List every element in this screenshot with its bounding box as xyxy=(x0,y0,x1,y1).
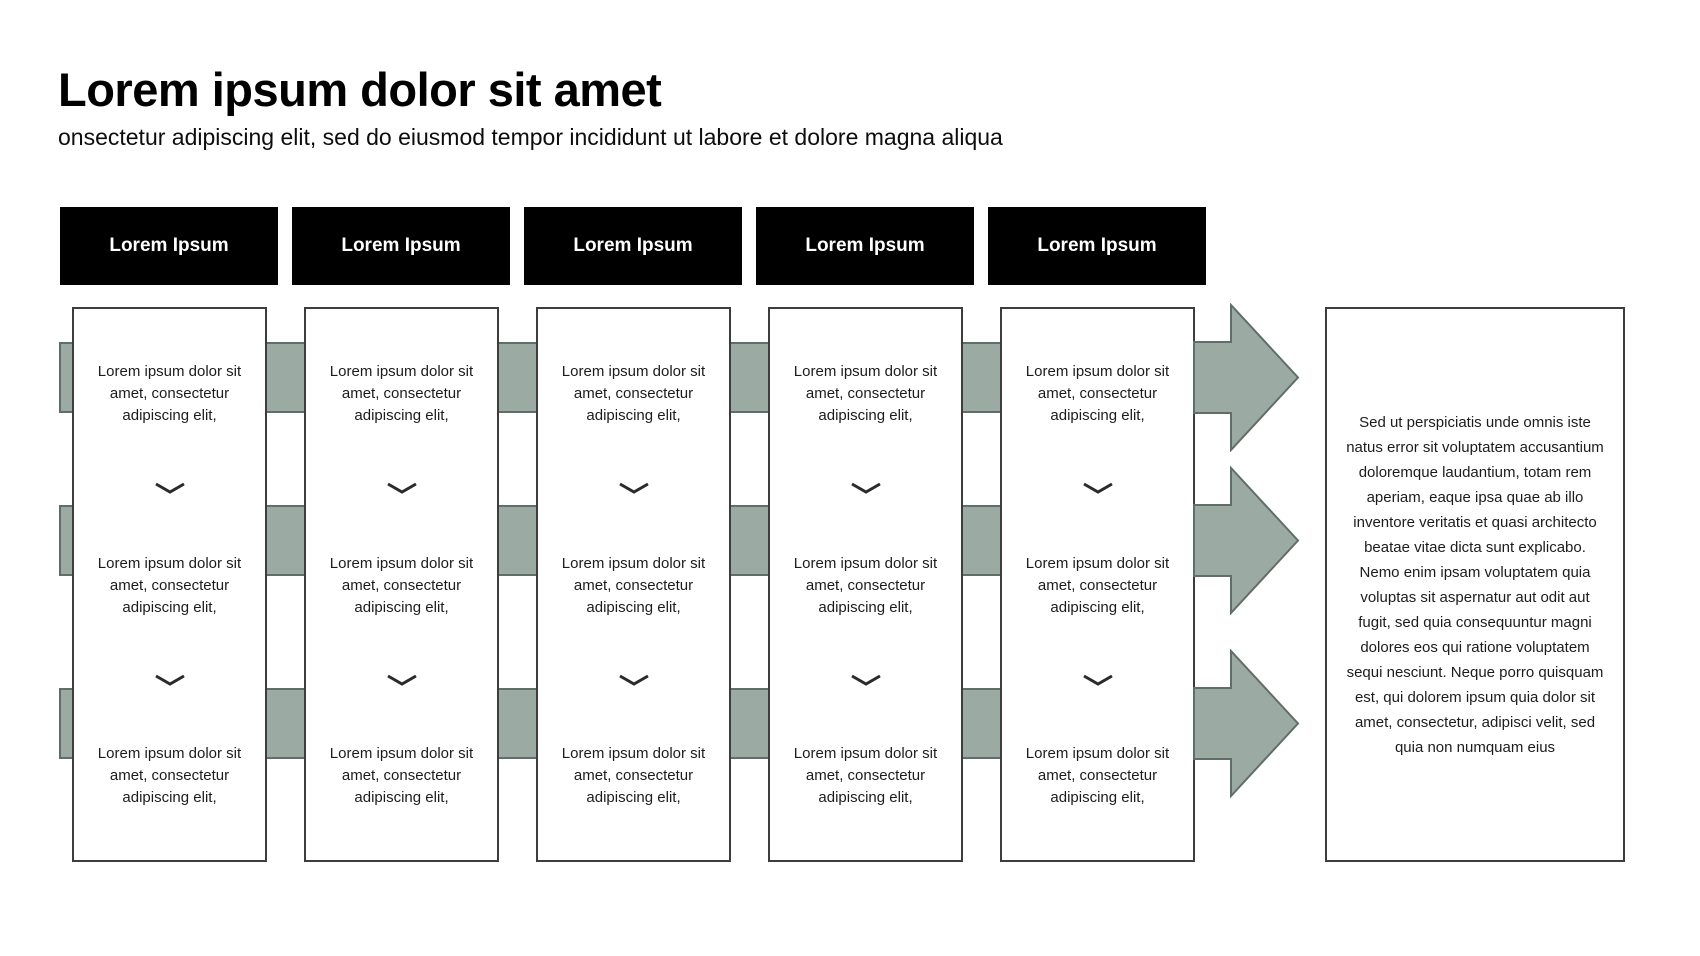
step-text: Lorem ipsum dolor sit amet, consectetur … xyxy=(793,555,938,616)
chevron-down-icon xyxy=(850,674,881,686)
step-text: Lorem ipsum dolor sit amet, consectetur … xyxy=(793,363,938,424)
step-text: Lorem ipsum dolor sit amet, consectetur … xyxy=(97,363,242,424)
step-text: Lorem ipsum dolor sit amet, consectetur … xyxy=(1025,555,1170,616)
result-panel: Sed ut perspiciatis unde omnis iste natu… xyxy=(1325,307,1625,862)
chevron-down-icon xyxy=(1082,482,1113,494)
chevron-down-icon xyxy=(618,674,649,686)
arrow-right-icon xyxy=(1193,466,1300,615)
step-text: Lorem ipsum dolor sit amet, consectetur … xyxy=(97,555,242,616)
column-card: Lorem ipsum dolor sit amet, consectetur … xyxy=(768,307,963,862)
column-card: Lorem ipsum dolor sit amet, consectetur … xyxy=(304,307,499,862)
column-header: Lorem Ipsum xyxy=(988,207,1206,285)
arrow-right-icon xyxy=(1193,303,1300,452)
step-text: Lorem ipsum dolor sit amet, consectetur … xyxy=(561,555,706,616)
step-text: Lorem ipsum dolor sit amet, consectetur … xyxy=(1025,363,1170,424)
step-text: Lorem ipsum dolor sit amet, consectetur … xyxy=(329,555,474,616)
chevron-down-icon xyxy=(154,674,185,686)
step-text: Lorem ipsum dolor sit amet, consectetur … xyxy=(329,745,474,806)
column-card: Lorem ipsum dolor sit amet, consectetur … xyxy=(1000,307,1195,862)
result-text: Sed ut perspiciatis unde omnis iste natu… xyxy=(1346,413,1604,756)
page-title: Lorem ipsum dolor sit amet xyxy=(58,63,662,116)
step-text: Lorem ipsum dolor sit amet, consectetur … xyxy=(1025,745,1170,806)
step-text: Lorem ipsum dolor sit amet, consectetur … xyxy=(561,363,706,424)
process-column-5: Lorem Ipsum Lorem ipsum dolor sit amet, … xyxy=(988,207,1206,862)
chevron-down-icon xyxy=(618,482,649,494)
step-text: Lorem ipsum dolor sit amet, consectetur … xyxy=(793,745,938,806)
chevron-down-icon xyxy=(386,674,417,686)
chevron-down-icon xyxy=(154,482,185,494)
page-subtitle: onsectetur adipiscing elit, sed do eiusm… xyxy=(58,124,1003,150)
column-header: Lorem Ipsum xyxy=(756,207,974,285)
process-column-3: Lorem Ipsum Lorem ipsum dolor sit amet, … xyxy=(524,207,742,862)
column-header: Lorem Ipsum xyxy=(524,207,742,285)
column-header: Lorem Ipsum xyxy=(60,207,278,285)
step-text: Lorem ipsum dolor sit amet, consectetur … xyxy=(97,745,242,806)
process-column-2: Lorem Ipsum Lorem ipsum dolor sit amet, … xyxy=(292,207,510,862)
step-text: Lorem ipsum dolor sit amet, consectetur … xyxy=(329,363,474,424)
process-column-1: Lorem Ipsum Lorem ipsum dolor sit amet, … xyxy=(60,207,278,862)
chevron-down-icon xyxy=(1082,674,1113,686)
chevron-down-icon xyxy=(386,482,417,494)
column-card: Lorem ipsum dolor sit amet, consectetur … xyxy=(536,307,731,862)
chevron-down-icon xyxy=(850,482,881,494)
arrow-right-icon xyxy=(1193,649,1300,798)
step-text: Lorem ipsum dolor sit amet, consectetur … xyxy=(561,745,706,806)
process-column-4: Lorem Ipsum Lorem ipsum dolor sit amet, … xyxy=(756,207,974,862)
column-header: Lorem Ipsum xyxy=(292,207,510,285)
column-card: Lorem ipsum dolor sit amet, consectetur … xyxy=(72,307,267,862)
